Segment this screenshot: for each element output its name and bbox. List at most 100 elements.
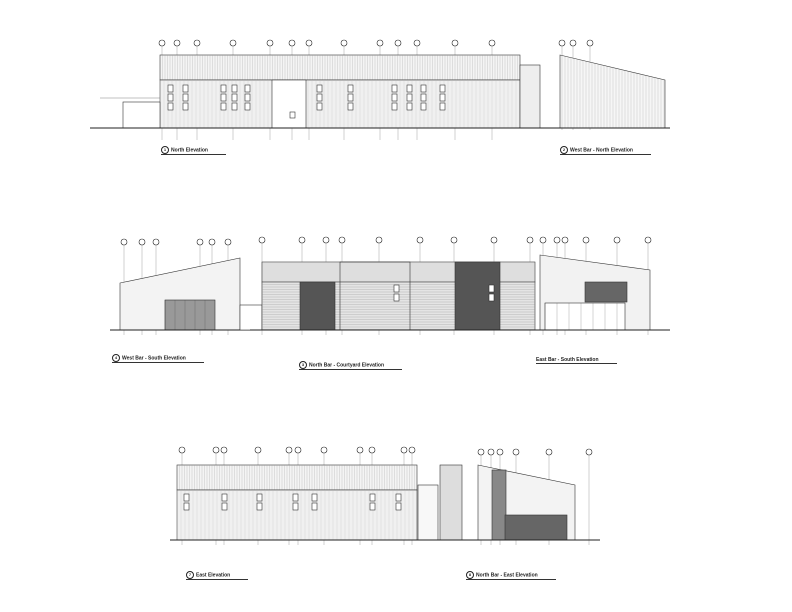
canopy	[122, 101, 161, 129]
window	[221, 502, 228, 511]
gridline-bubble	[173, 39, 181, 47]
window	[420, 93, 427, 102]
window	[182, 93, 189, 102]
window	[439, 93, 446, 102]
gridline-bubble	[416, 236, 424, 244]
window	[488, 293, 495, 302]
window	[488, 284, 495, 293]
window	[244, 93, 251, 102]
window	[347, 102, 354, 111]
tower	[439, 464, 463, 541]
window	[244, 84, 251, 93]
gridline-bubble	[553, 236, 561, 244]
gridline-bubble	[294, 446, 302, 454]
gridline-bubble	[356, 446, 364, 454]
window	[220, 102, 227, 111]
gridline-bubble	[120, 238, 128, 246]
window	[439, 84, 446, 93]
gridline-bubble	[451, 39, 459, 47]
window	[406, 93, 413, 102]
window	[395, 493, 402, 502]
gridline-bubble	[545, 448, 553, 456]
window	[167, 84, 174, 93]
dark-panel	[491, 469, 507, 541]
window	[292, 502, 299, 511]
gridline-bubble	[193, 39, 201, 47]
window	[420, 84, 427, 93]
gridline-bubble	[229, 39, 237, 47]
window	[369, 502, 376, 511]
gridline-bubble	[512, 448, 520, 456]
gridline-bubble	[539, 236, 547, 244]
gridline-bubble	[496, 448, 504, 456]
gridline-bubble	[561, 236, 569, 244]
gridline-bubble	[582, 236, 590, 244]
stair	[417, 484, 439, 541]
connector	[239, 304, 263, 331]
window	[391, 84, 398, 93]
dark-panel	[584, 281, 628, 303]
entry	[271, 79, 307, 129]
window	[231, 93, 238, 102]
gridline-bubble	[375, 236, 383, 244]
gridline-bubble	[208, 238, 216, 246]
window	[347, 84, 354, 93]
view-title-east-bar-south: East Bar - South Elevation	[536, 357, 617, 364]
gridline-bubble	[585, 448, 593, 456]
gridline-bubble	[368, 446, 376, 454]
window	[256, 493, 263, 502]
sign	[289, 111, 296, 119]
window	[231, 102, 238, 111]
window	[439, 102, 446, 111]
gridline-bubble	[152, 238, 160, 246]
gridline-bubble	[220, 446, 228, 454]
gridline-bubble	[254, 446, 262, 454]
wall	[559, 54, 666, 129]
window	[244, 102, 251, 111]
window	[183, 493, 190, 502]
gridline-bubble	[490, 236, 498, 244]
window	[420, 102, 427, 111]
window	[182, 102, 189, 111]
window	[393, 293, 400, 302]
window	[220, 84, 227, 93]
window	[221, 493, 228, 502]
gridline-bubble	[288, 39, 296, 47]
dark-panel	[299, 281, 336, 331]
gridline-bubble	[285, 446, 293, 454]
gridline-bubble	[258, 236, 266, 244]
gridline-bubble	[320, 446, 328, 454]
gridline-bubble	[413, 39, 421, 47]
gridline-bubble	[338, 236, 346, 244]
window	[316, 84, 323, 93]
gridline-bubble	[487, 448, 495, 456]
window	[311, 502, 318, 511]
window	[395, 502, 402, 511]
window	[182, 84, 189, 93]
window	[393, 284, 400, 293]
window	[391, 93, 398, 102]
gridline-bubble	[138, 238, 146, 246]
window	[406, 84, 413, 93]
gridline-bubble	[408, 446, 416, 454]
window	[347, 93, 354, 102]
gridline-bubble	[526, 236, 534, 244]
gridline-bubble	[178, 446, 186, 454]
gridline-bubble	[394, 39, 402, 47]
window	[311, 493, 318, 502]
window	[316, 102, 323, 111]
window	[369, 493, 376, 502]
window	[220, 93, 227, 102]
gridline-bubble	[158, 39, 166, 47]
gridline-bubble	[644, 236, 652, 244]
gridline-bubble	[488, 39, 496, 47]
gridline-bubble	[322, 236, 330, 244]
storefront	[164, 299, 216, 331]
tower	[519, 64, 541, 129]
